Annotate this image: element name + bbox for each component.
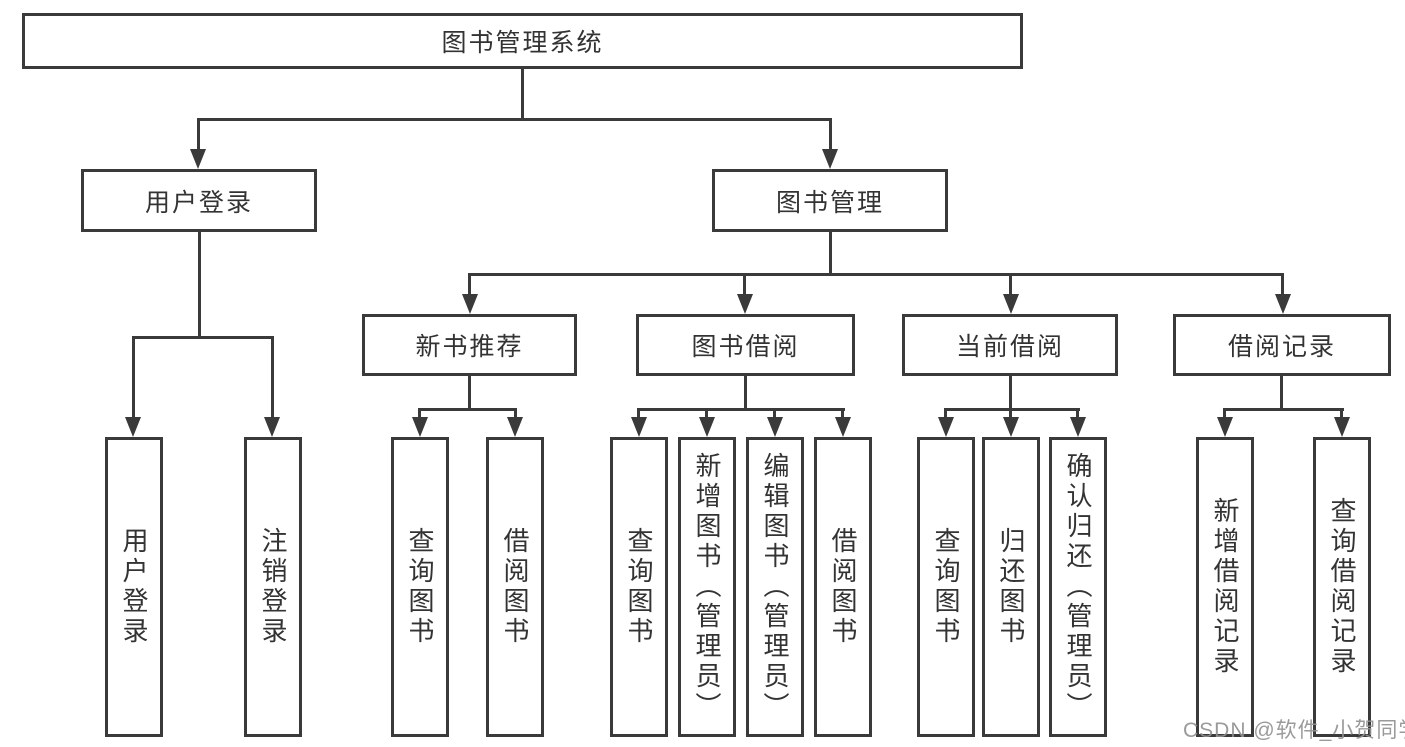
connector-vline — [1281, 273, 1284, 294]
arrow-down-icon — [190, 149, 206, 169]
connector-hline — [944, 408, 1080, 411]
connector-hline — [1223, 408, 1344, 411]
arrow-down-icon — [737, 294, 753, 314]
connector-vline — [271, 336, 274, 417]
leaf-edit-book-admin: 编辑图书（管理员） — [746, 437, 804, 737]
connector-vline — [1076, 408, 1079, 417]
arrow-down-icon — [412, 417, 428, 437]
node-book-management: 图书管理 — [712, 169, 948, 232]
csdn-watermark: CSDN @软件_小贺同学 — [1183, 719, 1405, 742]
node-borrow-record: 借阅记录 — [1173, 314, 1391, 376]
leaf-borrow-book-1: 借阅图书 — [486, 437, 544, 737]
leaf-return-book: 归还图书 — [982, 437, 1040, 737]
arrow-down-icon — [1003, 417, 1019, 437]
leaf-user-login: 用户登录 — [105, 437, 163, 737]
node-root: 图书管理系统 — [22, 13, 1023, 69]
arrow-down-icon — [1070, 417, 1086, 437]
connector-vline — [744, 376, 747, 408]
connector-hline — [418, 408, 517, 411]
arrow-down-icon — [938, 417, 954, 437]
connector-vline — [521, 69, 524, 118]
arrow-down-icon — [1217, 417, 1233, 437]
connector-vline — [1280, 376, 1283, 408]
leaf-query-borrow-record: 查询借阅记录 — [1313, 437, 1371, 737]
arrow-down-icon — [125, 417, 141, 437]
connector-vline — [514, 408, 517, 417]
connector-vline — [829, 118, 832, 150]
connector-hline — [468, 273, 1284, 276]
connector-vline — [132, 336, 135, 417]
arrow-down-icon — [699, 417, 715, 437]
node-book-borrow: 图书借阅 — [636, 314, 855, 376]
connector-vline — [773, 408, 776, 417]
arrow-down-icon — [835, 417, 851, 437]
node-new-book-recommend: 新书推荐 — [362, 314, 577, 376]
leaf-confirm-return-admin: 确认归还（管理员） — [1049, 437, 1107, 737]
arrow-down-icon — [264, 417, 280, 437]
leaf-query-book-3: 查询图书 — [917, 437, 975, 737]
arrow-down-icon — [1003, 294, 1019, 314]
connector-vline — [944, 408, 947, 417]
connector-vline — [829, 232, 832, 273]
arrow-down-icon — [631, 417, 647, 437]
connector-vline — [1009, 376, 1012, 408]
leaf-logout: 注销登录 — [244, 437, 302, 737]
connector-vline — [468, 273, 471, 294]
leaf-borrow-book-2: 借阅图书 — [814, 437, 872, 737]
connector-vline — [637, 408, 640, 417]
connector-hline — [197, 118, 832, 121]
arrow-down-icon — [507, 417, 523, 437]
arrow-down-icon — [767, 417, 783, 437]
connector-hline — [132, 336, 274, 339]
connector-vline — [198, 232, 201, 336]
leaf-add-book-admin: 新增图书（管理员） — [678, 437, 736, 737]
connector-vline — [1009, 408, 1012, 417]
connector-vline — [1009, 273, 1012, 294]
leaf-query-book-2: 查询图书 — [610, 437, 668, 737]
arrow-down-icon — [1275, 294, 1291, 314]
leaf-query-book-1: 查询图书 — [391, 437, 449, 737]
connector-hline — [637, 408, 845, 411]
connector-vline — [1340, 408, 1343, 417]
arrow-down-icon — [1334, 417, 1350, 437]
connector-vline — [841, 408, 844, 417]
node-user-login: 用户登录 — [81, 169, 317, 232]
arrow-down-icon — [462, 294, 478, 314]
connector-vline — [705, 408, 708, 417]
node-current-borrow: 当前借阅 — [902, 314, 1118, 376]
connector-vline — [197, 118, 200, 150]
connector-vline — [1223, 408, 1226, 417]
connector-vline — [743, 273, 746, 294]
arrow-down-icon — [822, 149, 838, 169]
connector-vline — [418, 408, 421, 417]
leaf-add-borrow-record: 新增借阅记录 — [1196, 437, 1254, 737]
connector-vline — [468, 376, 471, 408]
